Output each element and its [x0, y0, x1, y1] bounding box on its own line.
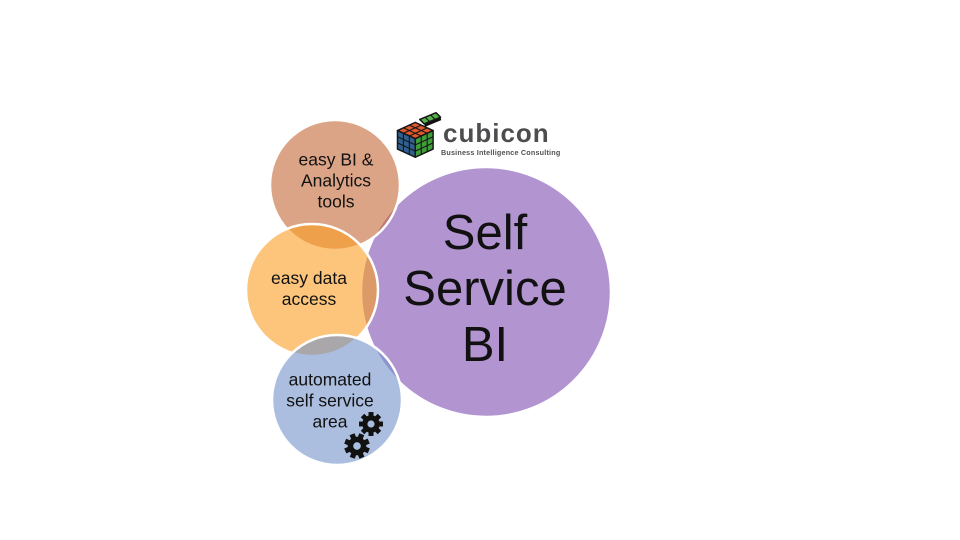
logo-brand: cubicon: [443, 118, 550, 148]
label-automated-self-service-area: automated self service area: [286, 369, 374, 432]
gear-icon: [359, 412, 383, 436]
label-self-service-bi: Self Service BI: [403, 206, 567, 372]
label-easy-data-access: easy data access: [271, 268, 347, 309]
logo-tagline: Business Intelligence Consulting: [441, 148, 561, 157]
label-easy-bi-analytics-tools: easy BI & Analytics tools: [298, 149, 374, 212]
rubiks-cube-icon: [396, 112, 442, 158]
gear-icon: [344, 433, 370, 459]
